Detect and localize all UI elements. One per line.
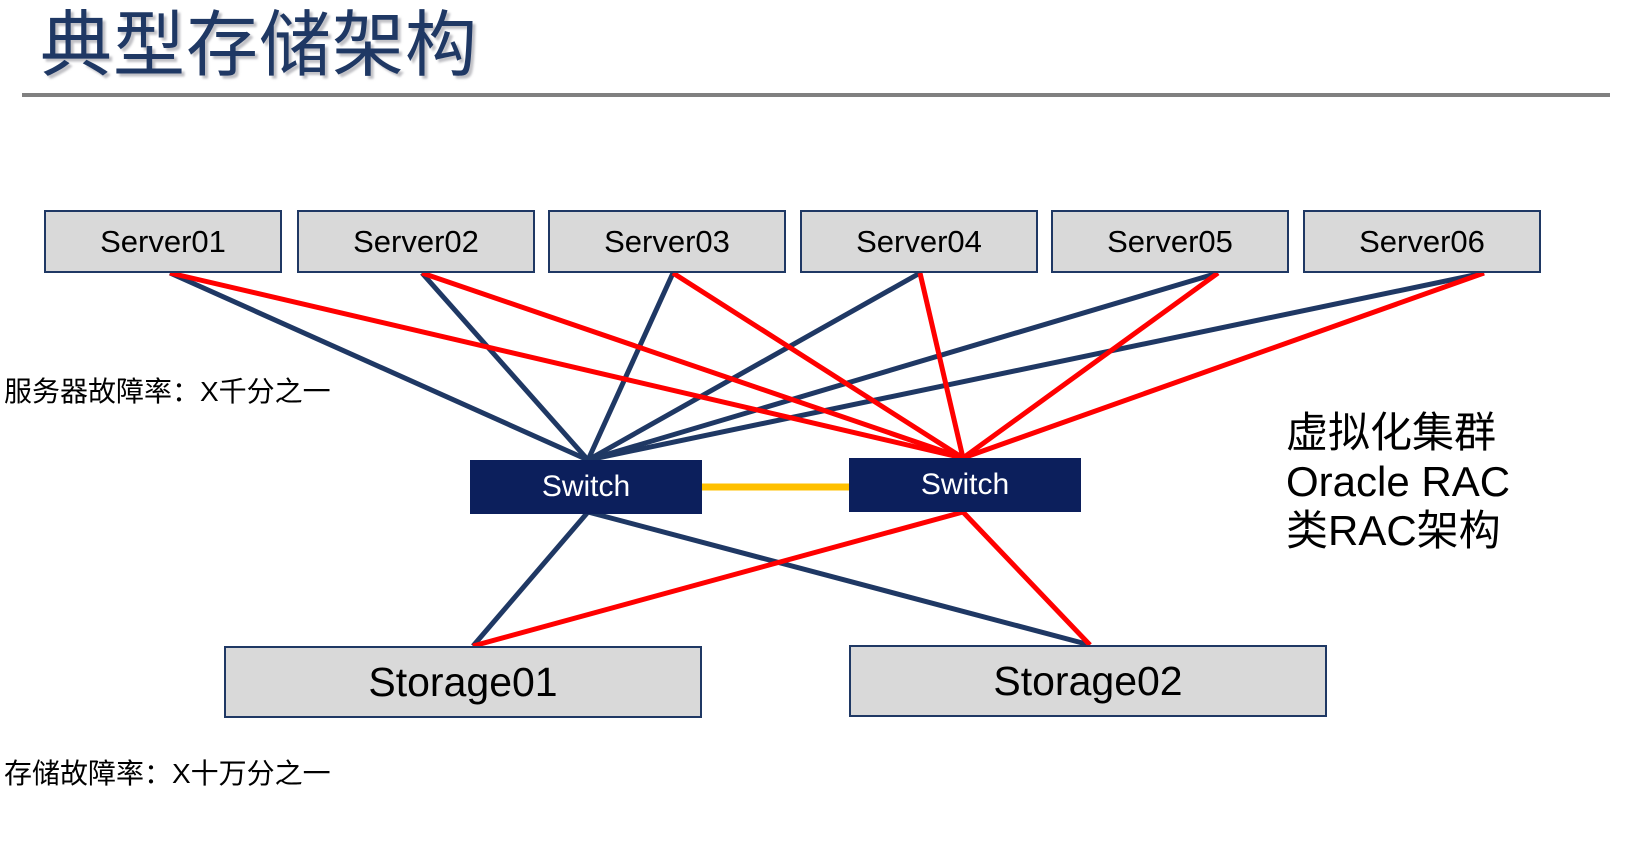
node-server05-label: Server05 (1107, 223, 1233, 259)
node-storage01[interactable]: Storage01 (224, 646, 702, 718)
node-switch01-label: Switch (541, 470, 631, 503)
cluster-note-line2: Oracle RAC (1286, 458, 1511, 505)
link-switch02-storage02 (961, 510, 1092, 647)
node-server05[interactable]: Server05 (1051, 210, 1289, 273)
link-server01-switch01 (168, 270, 590, 463)
page-title: 典型存储架构 (40, 6, 479, 86)
node-storage02[interactable]: Storage02 (849, 645, 1327, 717)
node-server01[interactable]: Server01 (44, 210, 282, 273)
cluster-note-line3: 类RAC架构 (1286, 507, 1501, 554)
node-storage02-label: Storage02 (993, 657, 1183, 704)
links-to-switch01 (168, 270, 1485, 463)
node-switch02-label: Switch (920, 468, 1010, 501)
node-server03[interactable]: Server03 (548, 210, 786, 273)
cluster-note: 虚拟化集群 Oracle RAC 类RAC架构 (1286, 408, 1510, 555)
cluster-note-line1: 虚拟化集群 (1286, 409, 1497, 456)
link-server06-switch01 (587, 270, 1485, 463)
link-server04-switch02 (917, 272, 966, 459)
link-switch01-storage02 (587, 509, 1091, 648)
node-storage01-label: Storage01 (368, 658, 558, 705)
node-server03-label: Server03 (604, 223, 730, 259)
node-server04-label: Server04 (856, 223, 982, 259)
node-server06-label: Server06 (1359, 223, 1485, 259)
link-server05-switch02 (961, 270, 1220, 461)
link-server05-switch01 (587, 270, 1219, 463)
storage-failure-rate-note: 存储故障率：X十万分之一 (4, 758, 331, 789)
node-server02-label: Server02 (353, 223, 479, 259)
node-switch02[interactable]: Switch (849, 458, 1081, 512)
link-server02-switch01 (420, 271, 590, 462)
title-divider (22, 93, 1610, 97)
link-switch02-storage01 (472, 509, 964, 649)
link-server03-switch01 (585, 271, 676, 462)
links-switch01-storage (471, 509, 1091, 648)
link-server04-switch01 (586, 270, 922, 463)
node-server02[interactable]: Server02 (297, 210, 535, 273)
node-server06[interactable]: Server06 (1303, 210, 1541, 273)
node-server04[interactable]: Server04 (800, 210, 1038, 273)
node-server01-label: Server01 (100, 223, 226, 259)
link-server02-switch02 (421, 270, 964, 461)
node-switch01[interactable]: Switch (470, 460, 702, 514)
server-failure-rate-note: 服务器故障率：X千分之一 (4, 376, 331, 407)
links-switch02-storage (472, 509, 1092, 649)
link-server03-switch02 (671, 270, 965, 461)
links-to-switch02 (169, 270, 1485, 461)
link-server06-switch02 (962, 270, 1485, 461)
link-switch01-storage01 (471, 510, 590, 648)
link-server01-switch02 (169, 270, 964, 461)
